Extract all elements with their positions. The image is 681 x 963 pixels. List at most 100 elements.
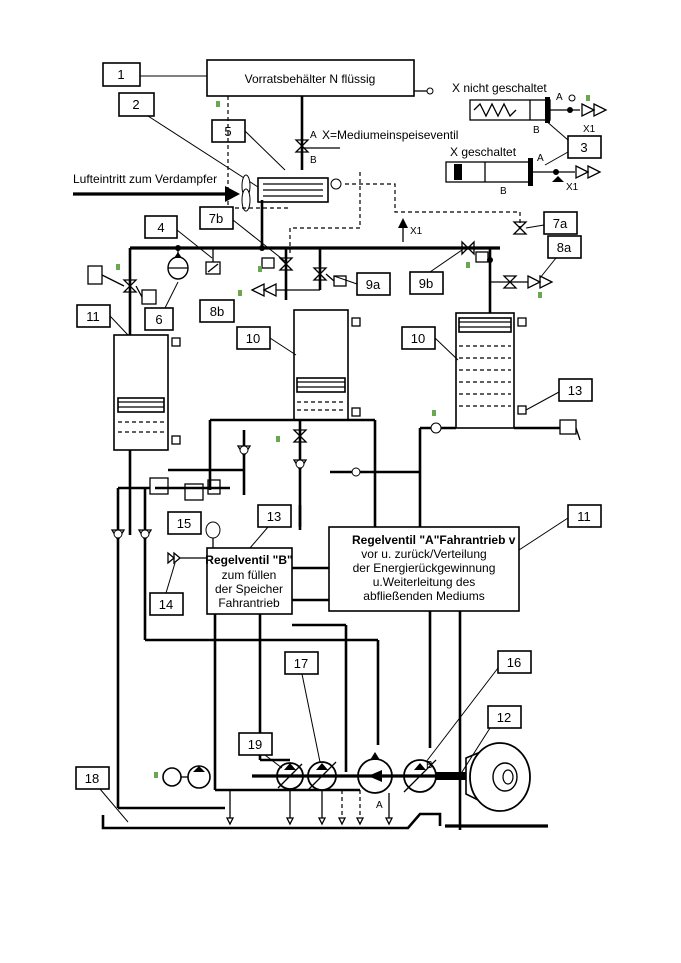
callout-6: 6 <box>144 281 179 331</box>
storage-tank-11 <box>293 309 361 421</box>
svg-text:B: B <box>310 155 317 166</box>
svg-text:9a: 9a <box>366 277 381 292</box>
valve-8b <box>250 282 320 298</box>
svg-text:8b: 8b <box>210 304 224 319</box>
callout-21: 18 <box>75 766 129 823</box>
air-inlet: Lufteintritt zum Verdampfer <box>73 172 240 202</box>
supply-tank: Vorratsbehälter N flüssig <box>206 59 434 97</box>
valve-x-switched: X geschaltet A B X1 <box>445 145 602 197</box>
callout-3: 3 <box>544 119 602 166</box>
callout-12: 11 <box>76 304 129 336</box>
control-valve-b: Regelventil "B" zum füllen der Speicher … <box>205 547 293 615</box>
svg-text:A: A <box>376 800 383 811</box>
svg-text:B: B <box>500 186 507 197</box>
check-valve-mid <box>292 429 308 472</box>
accumulator-6 <box>167 248 189 280</box>
valve-8a <box>490 274 554 290</box>
motor-pump-left <box>162 765 211 789</box>
callout-14: 11 <box>518 504 602 551</box>
svg-text:8a: 8a <box>557 240 572 255</box>
callout-22: 19 <box>238 732 283 769</box>
check-valve-mid-left <box>236 445 252 458</box>
callout-13: 13 <box>525 378 593 411</box>
callout-7a: 7a <box>525 211 578 235</box>
pressure-switch-4 <box>205 248 221 275</box>
svg-text:X1: X1 <box>410 226 423 237</box>
valve-9a <box>461 240 489 263</box>
control-valve-a: Regelventil "A"Fahrantrieb v vor u. zurü… <box>328 526 520 612</box>
svg-text:6: 6 <box>155 312 162 327</box>
callout-4: 4 <box>144 215 213 259</box>
supply-tank-title: Vorratsbehälter N flüssig <box>245 72 376 86</box>
svg-text:X nicht geschaltet: X nicht geschaltet <box>452 81 547 95</box>
svg-text:Regelventil "A"Fahrantrieb v: Regelventil "A"Fahrantrieb v <box>352 533 516 547</box>
svg-text:9b: 9b <box>419 276 433 291</box>
svg-text:vor u. zurück/Verteilung: vor u. zurück/Verteilung <box>361 547 486 561</box>
svg-text:13: 13 <box>568 383 582 398</box>
storage-tank-10 <box>455 312 527 429</box>
callout-10: 10 <box>401 326 459 361</box>
svg-text:1: 1 <box>117 67 124 82</box>
svg-text:11: 11 <box>86 309 100 324</box>
evaporator <box>241 174 342 212</box>
svg-text:4: 4 <box>157 220 164 235</box>
central-pump: A <box>357 752 393 811</box>
svg-text:B: B <box>426 760 433 771</box>
callout-18: 15 <box>167 511 202 535</box>
svg-text:10: 10 <box>246 331 260 346</box>
svg-text:zum füllen: zum füllen <box>222 568 277 582</box>
callout-7b: 7b <box>199 206 287 263</box>
svg-text:X1: X1 <box>566 182 579 193</box>
feed-valve-x: A B X=Mediumeinspeiseventil <box>294 96 458 170</box>
svg-text:Lufteintritt zum Verdampfer: Lufteintritt zum Verdampfer <box>73 172 217 186</box>
callout-17: 14 <box>149 562 184 616</box>
callout-9a: 9b <box>409 249 463 295</box>
svg-text:B: B <box>533 125 540 136</box>
check-valves-left <box>110 529 153 542</box>
valve-7a <box>512 221 528 235</box>
svg-text:Regelventil "B": Regelventil "B" <box>205 553 292 567</box>
signal-marks <box>116 95 590 778</box>
svg-text:10: 10 <box>411 331 425 346</box>
svg-text:13: 13 <box>267 509 281 524</box>
callout-8a: 8a <box>539 235 582 279</box>
svg-text:A: A <box>556 92 563 103</box>
callout-2: 2 <box>118 92 259 188</box>
svg-text:X=Mediumeinspeiseventil: X=Mediumeinspeiseventil <box>322 128 458 142</box>
callout-16: 13 <box>249 504 292 549</box>
svg-text:X geschaltet: X geschaltet <box>450 145 517 159</box>
callout-9b: 9a <box>333 272 391 296</box>
svg-text:3: 3 <box>580 140 587 155</box>
svg-text:2: 2 <box>132 97 139 112</box>
svg-text:abfließenden Mediums: abfließenden Mediums <box>363 589 484 603</box>
valve-x-not-switched: X nicht geschaltet A B X1 <box>452 81 608 136</box>
svg-text:17: 17 <box>294 656 308 671</box>
callout-19: 16 <box>425 650 532 763</box>
frame-21 <box>101 812 442 830</box>
callout-1: 1 <box>102 62 207 87</box>
svg-text:19: 19 <box>248 737 262 752</box>
svg-text:12: 12 <box>497 710 511 725</box>
svg-text:14: 14 <box>159 597 173 612</box>
svg-text:16: 16 <box>507 655 521 670</box>
svg-text:X1: X1 <box>583 124 596 135</box>
callout-8b: 8b <box>199 299 235 323</box>
callout-11: 10 <box>236 326 297 356</box>
callout-15: 12 <box>461 705 522 773</box>
callout-5: 5 <box>211 119 286 171</box>
svg-text:der Energierückgewinnung: der Energierückgewinnung <box>353 561 496 575</box>
svg-text:15: 15 <box>177 516 191 531</box>
svg-text:11: 11 <box>577 509 591 524</box>
svg-text:der Speicher: der Speicher <box>215 582 283 596</box>
svg-text:A: A <box>537 153 544 164</box>
wheel-15 <box>465 742 531 812</box>
svg-text:A: A <box>310 130 317 141</box>
drain-arrows <box>225 817 394 826</box>
svg-text:7b: 7b <box>209 211 223 226</box>
svg-text:Fahrantrieb: Fahrantrieb <box>218 596 280 610</box>
svg-text:u.Weiterleitung des: u.Weiterleitung des <box>373 575 476 589</box>
svg-text:18: 18 <box>85 771 99 786</box>
storage-tank-12 <box>113 334 181 451</box>
valve-9b <box>312 267 347 287</box>
